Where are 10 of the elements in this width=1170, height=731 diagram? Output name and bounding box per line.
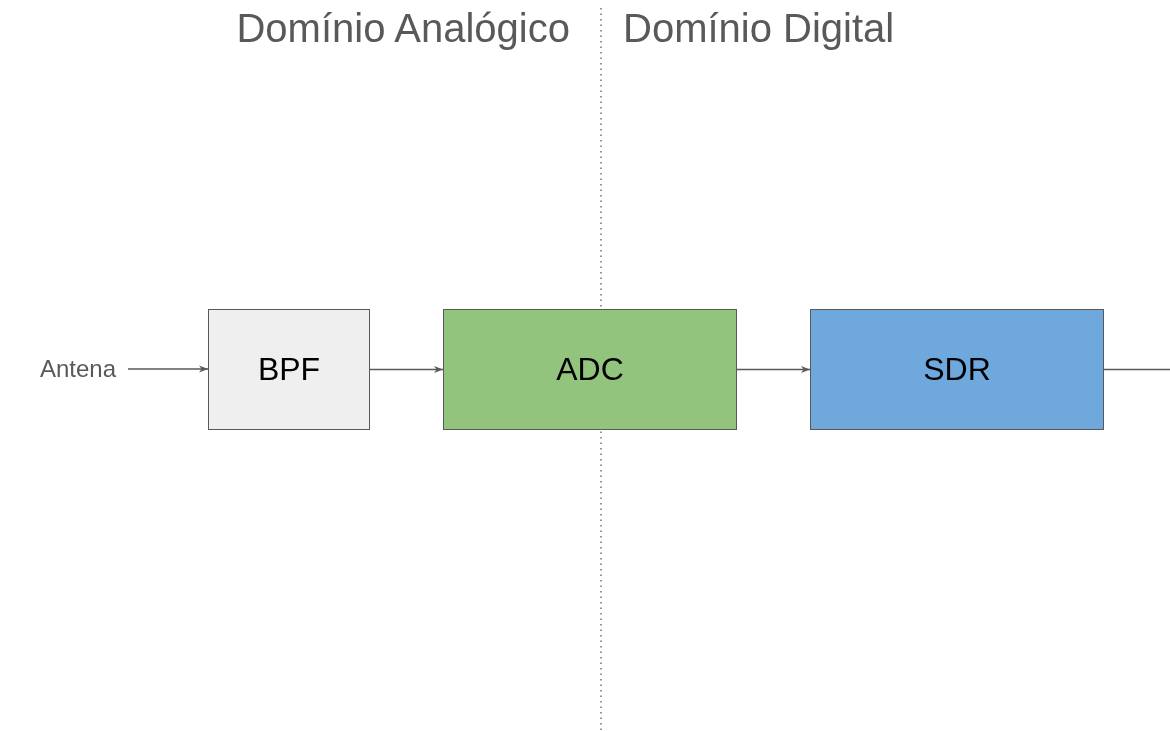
domain-title: Domínio Digital	[623, 6, 895, 51]
process-box: ADC	[443, 309, 737, 430]
domain-title: Domínio Analógico	[236, 6, 570, 51]
process-box: SDR	[810, 309, 1104, 430]
arrow	[736, 365, 811, 374]
arrow	[127, 365, 209, 373]
input-label: Antena	[10, 350, 116, 388]
arrow	[369, 365, 444, 374]
process-box: BPF	[208, 309, 370, 430]
connector-line	[1103, 368, 1170, 371]
